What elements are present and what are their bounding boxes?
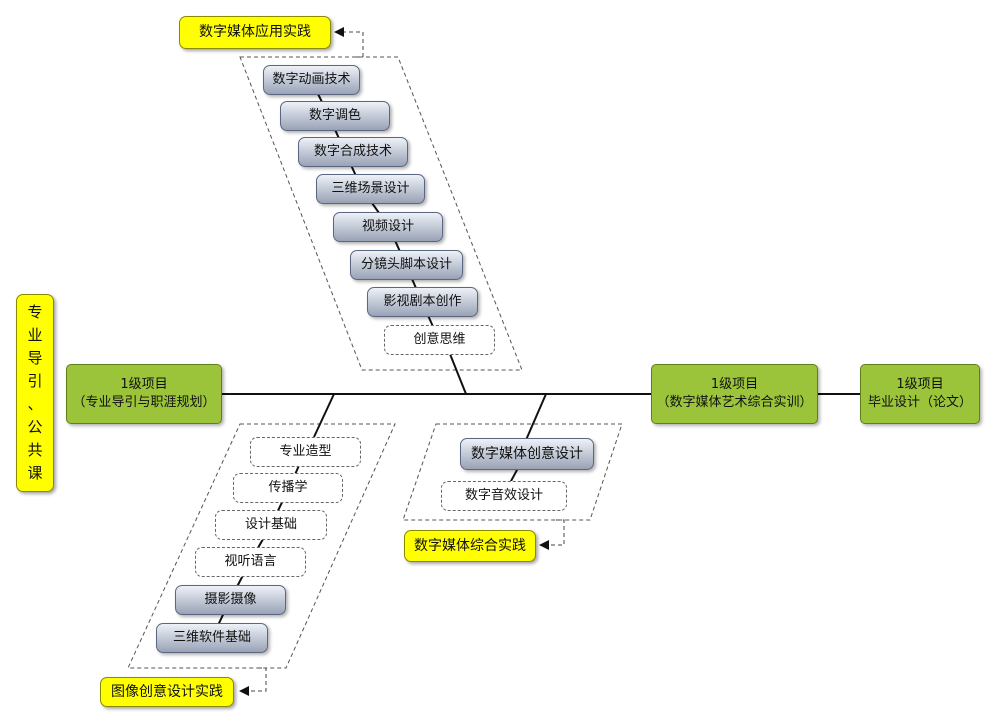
project-left-title: （专业导引与职涯规划）: [72, 395, 216, 410]
course-box: 分镜头脚本设计: [350, 250, 463, 280]
practice-bottom-label: 图像创意设计实践: [100, 677, 234, 707]
course-box: 数字调色: [280, 101, 390, 131]
side-label-char: 共: [27, 441, 43, 459]
bottom-practice-arrow: [239, 667, 267, 696]
top-practice-arrow: [334, 27, 364, 58]
side-label-char: 课: [27, 464, 43, 482]
course-box: 数字合成技术: [298, 137, 408, 167]
course-box-elective: 传播学: [233, 473, 343, 503]
project-right-box: 1级项目 毕业设计（论文）: [860, 364, 980, 424]
project-right-title: 毕业设计（论文）: [867, 395, 972, 410]
side-label-char: 业: [27, 326, 43, 344]
project-mid-level: 1级项目: [710, 377, 759, 393]
bottom-left-branch-frame: [127, 423, 396, 669]
project-left-box: 1级项目 （专业导引与职涯规划）: [66, 364, 222, 424]
course-box: 摄影摄像: [175, 585, 286, 615]
course-box-elective: 专业造型: [250, 437, 361, 467]
bottom-mid-branch-frame: [402, 423, 623, 521]
side-label-char: 专: [27, 303, 43, 321]
course-box: 影视剧本创作: [367, 287, 478, 317]
course-box-elective: 视听语言: [195, 547, 306, 577]
middle-practice-arrow: [539, 519, 565, 550]
course-box: 视频设计: [333, 212, 443, 242]
side-label-public-courses: 专 业 导 引 、 公 共 课: [16, 294, 54, 492]
project-mid-title: （数字媒体艺术综合实训）: [656, 395, 813, 410]
practice-top-label: 数字媒体应用实践: [179, 16, 331, 49]
course-box: 三维场景设计: [316, 174, 425, 204]
side-label-char: 公: [27, 418, 43, 436]
side-label-char: 引: [27, 372, 43, 390]
course-box-elective: 设计基础: [215, 510, 327, 540]
course-box: 数字媒体创意设计: [460, 438, 594, 470]
project-left-level: 1级项目: [120, 377, 168, 393]
side-label-char: 、: [27, 395, 43, 413]
practice-middle-label: 数字媒体综合实践: [404, 530, 536, 562]
course-box-elective: 创意思维: [384, 325, 495, 355]
top-branch-frame: [239, 56, 523, 371]
project-mid-box: 1级项目 （数字媒体艺术综合实训）: [651, 364, 818, 424]
course-box-elective: 数字音效设计: [441, 481, 567, 511]
side-label-char: 导: [27, 349, 43, 367]
course-box: 数字动画技术: [263, 65, 360, 95]
course-box: 三维软件基础: [156, 623, 268, 653]
project-right-level: 1级项目: [896, 377, 944, 393]
